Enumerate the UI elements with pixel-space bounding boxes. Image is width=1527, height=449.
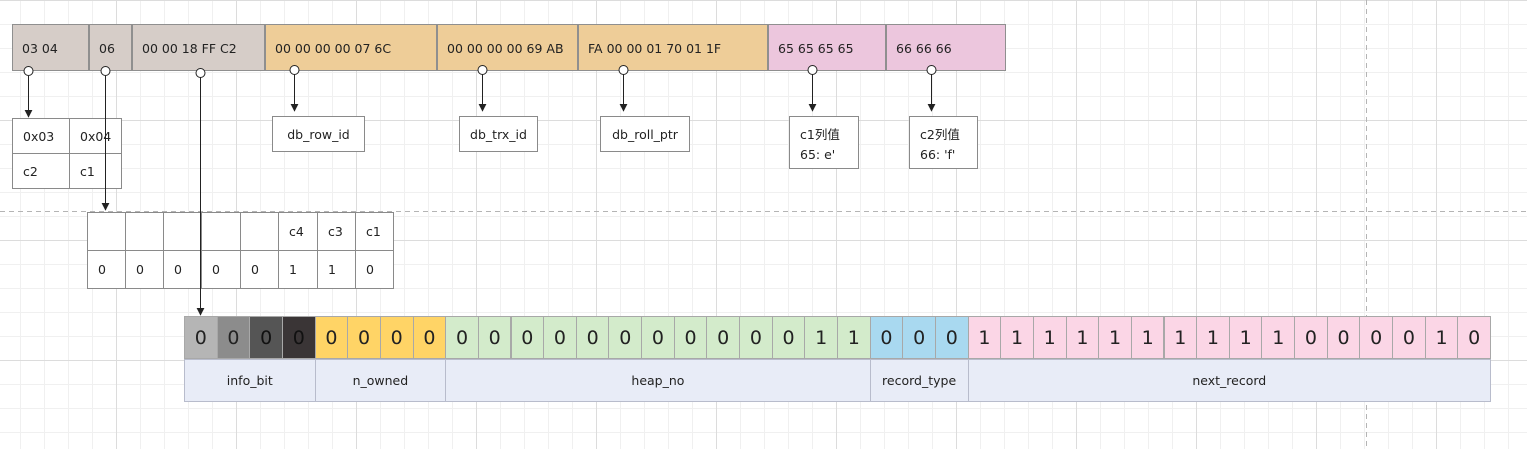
header-bit: 0 <box>379 316 414 359</box>
label-c2-value: c2列值 66: 'f' <box>909 116 978 169</box>
header-bit: 0 <box>543 316 577 359</box>
header-bit: 0 <box>314 316 349 359</box>
byte-cell-c1: 65 65 65 65 <box>768 24 886 71</box>
byte-cell-roll-ptr: FA 00 00 01 70 01 1F <box>578 24 768 71</box>
anchor-roll-ptr <box>618 65 629 75</box>
anchor-c1 <box>807 65 818 75</box>
header-bit: 0 <box>608 316 643 359</box>
header-bit: 0 <box>184 316 218 359</box>
header-field-label: heap_no <box>445 359 871 402</box>
header-bit: 1 <box>804 316 838 359</box>
anchor-record-header <box>195 68 206 78</box>
varlen-cell: c1 <box>69 153 122 189</box>
byte-cell-varlen: 03 04 <box>12 24 89 71</box>
header-bit: 0 <box>706 316 741 359</box>
null-list-cell: 0 <box>125 250 164 289</box>
byte-cell-null-list: 06 <box>89 24 132 71</box>
varlen-cell: 0x04 <box>69 118 122 154</box>
header-bit: 0 <box>641 316 675 359</box>
byte-cell-row-id: 00 00 00 00 07 6C <box>265 24 437 71</box>
header-field-label: next_record <box>967 359 1491 402</box>
header-bit: 0 <box>1326 316 1361 359</box>
c2-value: 66: 'f' <box>920 147 956 162</box>
null-list-cell: 0 <box>201 250 241 289</box>
anchor-trx-id <box>477 65 488 75</box>
null-list-cell: c1 <box>355 212 394 251</box>
header-bit: 0 <box>934 316 969 359</box>
anchor-varlen <box>23 66 34 76</box>
label-db-roll-ptr: db_roll_ptr <box>600 116 690 152</box>
header-bit: 1 <box>1424 316 1459 359</box>
null-list-cell <box>240 212 279 251</box>
anchor-row-id <box>289 65 300 75</box>
header-field-label: n_owned <box>314 359 447 402</box>
c1-value: 65: e' <box>800 147 836 162</box>
null-list-cell: 0 <box>163 250 202 289</box>
header-bit: 1 <box>1065 316 1100 359</box>
header-bit: 0 <box>216 316 251 359</box>
header-bit: 1 <box>967 316 1002 359</box>
header-bit: 0 <box>575 316 610 359</box>
header-bit: 0 <box>1392 316 1426 359</box>
header-bit: 0 <box>771 316 806 359</box>
byte-cell-trx-id: 00 00 00 00 69 AB <box>437 24 578 71</box>
c2-title: c2列值 <box>920 127 960 142</box>
anchor-null-list <box>100 66 111 76</box>
header-field-label: info_bit <box>184 359 316 402</box>
label-c1-value: c1列值 65: e' <box>789 116 859 169</box>
null-list-cell: 0 <box>355 250 394 289</box>
varlen-cell: c2 <box>12 153 70 189</box>
label-db-row-id: db_row_id <box>272 116 365 152</box>
varlen-cell: 0x03 <box>12 118 70 154</box>
header-bit: 0 <box>1457 316 1491 359</box>
label-db-trx-id: db_trx_id <box>459 116 538 152</box>
header-bit: 1 <box>1261 316 1296 359</box>
header-bit: 1 <box>1228 316 1263 359</box>
anchor-c2 <box>926 65 937 75</box>
byte-cell-c2: 66 66 66 <box>886 24 1006 71</box>
header-bit: 0 <box>445 316 479 359</box>
byte-cell-record-header: 00 00 18 FF C2 <box>132 24 265 71</box>
header-bit: 1 <box>1130 316 1165 359</box>
c1-title: c1列值 <box>800 127 840 142</box>
header-bit: 1 <box>1000 316 1034 359</box>
header-bit: 1 <box>1196 316 1230 359</box>
null-list-cell <box>87 212 126 251</box>
